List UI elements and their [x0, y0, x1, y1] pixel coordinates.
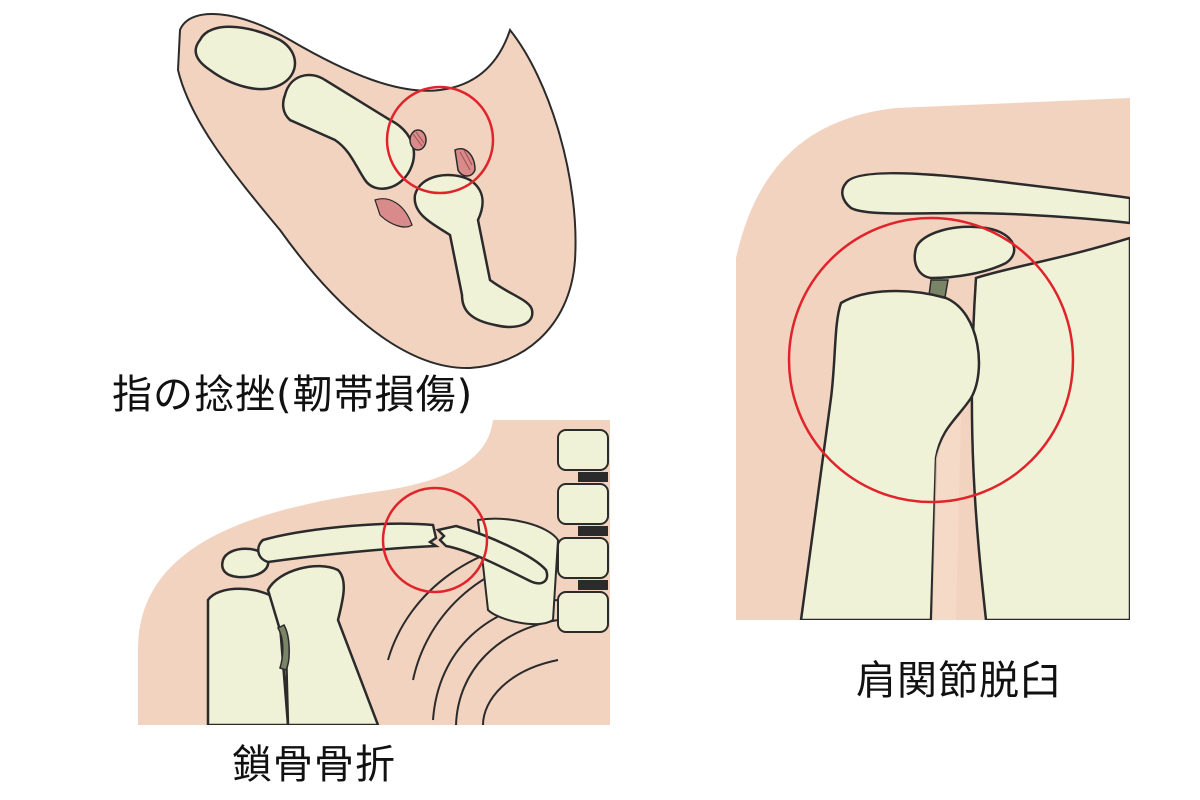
clavicle-fracture-illustration — [138, 420, 610, 725]
shoulder-dislocation-caption: 肩関節脱臼 — [856, 658, 1061, 704]
scapula-body — [970, 236, 1130, 620]
spine-vertebrae — [557, 429, 609, 633]
middle-phalanx-bone — [281, 73, 416, 190]
clavicle-medial-fragment — [435, 524, 549, 585]
dislocation-highlight-circle — [787, 216, 1075, 504]
finger-sprain-illustration — [150, 0, 590, 370]
scapula-bone — [266, 564, 380, 725]
fracture-highlight-circle — [381, 486, 489, 594]
clavicle-lateral-fragment — [257, 522, 440, 564]
finger-sprain-svg — [176, 13, 577, 370]
humerus-dislocated — [799, 289, 981, 620]
shoulder-dislocation-illustration — [736, 98, 1130, 620]
proximal-phalanx-bone — [413, 173, 534, 329]
clavicle-fracture-caption: 鎖骨骨折 — [232, 742, 396, 788]
acromion-right — [913, 225, 1016, 280]
collateral-ligament — [374, 198, 413, 228]
shoulder-dislocation-svg — [736, 98, 1130, 620]
torn-ligament-right — [454, 148, 476, 177]
clavicle-right — [841, 171, 1130, 225]
humerus-shaft-shadow — [932, 416, 961, 620]
acromion — [221, 547, 270, 579]
finger-sprain-caption: 指の捻挫(靭帯損傷) — [112, 372, 474, 418]
clavicle-fracture-svg — [138, 420, 610, 725]
distal-phalanx-bone — [194, 25, 297, 91]
glenoid-cartilage — [276, 624, 290, 671]
injury-highlight-circle — [385, 85, 495, 195]
torn-ligament-left — [409, 129, 427, 151]
